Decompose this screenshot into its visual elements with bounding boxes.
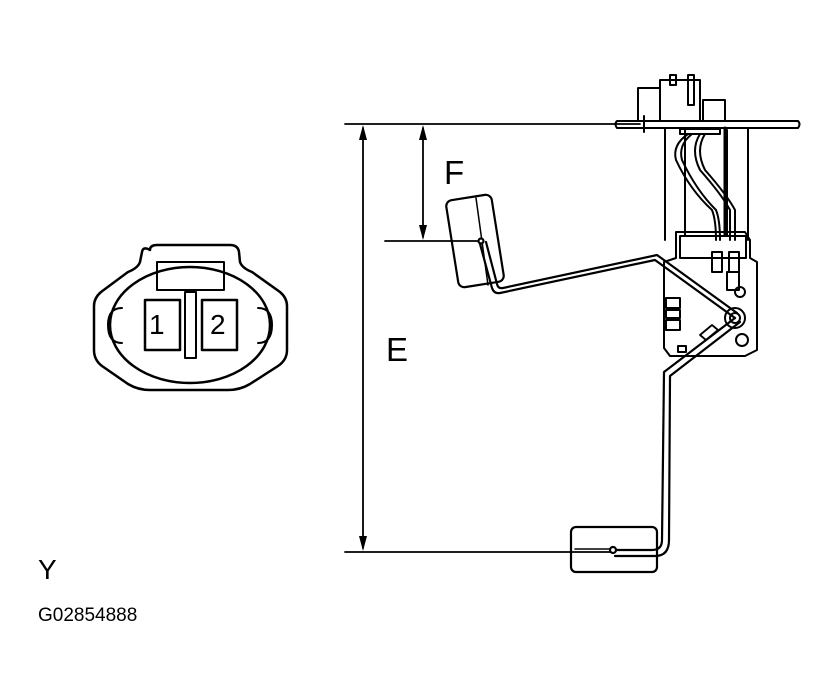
dimension-arrows (359, 125, 427, 551)
sender-body (664, 126, 749, 241)
connector-pin-2-label: 2 (210, 309, 226, 340)
sender-flange (614, 74, 801, 133)
float-arm-lower (569, 316, 742, 574)
dimension-lines (344, 123, 641, 553)
view-y-label: Y (38, 554, 57, 585)
connector-outline (92, 243, 289, 392)
connector-pin-1-label: 1 (149, 309, 165, 340)
dimension-f-label: F (444, 154, 465, 191)
figure-id-label: G02854888 (38, 605, 138, 626)
float-arm-upper (445, 193, 739, 320)
dimension-e-label: E (386, 331, 409, 368)
